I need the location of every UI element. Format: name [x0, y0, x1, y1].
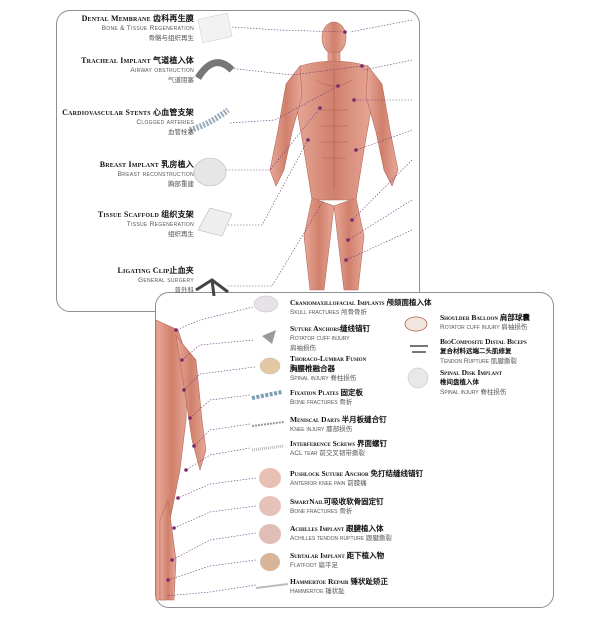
pushlock-thumb	[259, 468, 281, 488]
stent-thumb	[189, 107, 230, 133]
bottom-muscle-figure	[155, 319, 207, 601]
tissue-scaffold-thumb	[197, 207, 233, 237]
shoulder-balloon-thumb	[404, 316, 428, 332]
skull-implant-thumb	[253, 295, 279, 313]
suture-anchor-thumb	[262, 330, 276, 344]
label-meniscal-darts: Meniscal Darts 半月板缝合钉 Knee injury 膝部损伤	[290, 415, 387, 433]
label-tissue-scaffold: Tissue Scaffold 组织支架 Tissue Regeneration…	[97, 210, 194, 238]
interference-screw-thumb	[251, 444, 285, 452]
label-dental-membrane: Dental Membrane 齿科再生膜 Bone & Tissue Rege…	[81, 14, 194, 42]
label-smartnail: SmartNail可吸收软骨固定钉 Bone fractures 骨折	[290, 497, 384, 515]
label-craniomaxillofacial: Craniomaxillofacial Implants 颅颌面植入体 Skul…	[290, 298, 432, 316]
label-cardiovascular-stents: Cardiovascular Stents 心血管支架 Clogged arte…	[62, 108, 194, 136]
bottom-diagram-card	[155, 292, 554, 608]
label-breast-implant: Breast Implant 乳房植入 Breast reconstructio…	[99, 160, 194, 188]
dental-membrane-thumb	[197, 12, 233, 44]
label-shoulder-balloon: Shoulder Balloon 肩部球囊 Rotator cuff injur…	[440, 313, 530, 331]
label-subtalar-implant: Subtalar Implant 距下植入物 Flatfoot 扁平足	[290, 551, 385, 569]
distal-biceps-thumb	[410, 345, 428, 353]
achilles-implant-thumb	[259, 524, 281, 544]
label-interference-screws: Interference Screws 界面螺钉 ACL tear 前交叉韧带撕…	[290, 439, 387, 457]
hammertoe-thumb	[255, 583, 289, 589]
label-hammertoe-repair: Hammertoe Repair 锤状趾矫正 Hammertoe 锤状趾	[290, 577, 388, 595]
tracheal-implant-thumb	[195, 59, 235, 80]
fixation-plate-thumb	[251, 390, 283, 400]
spinal-disk-thumb	[407, 367, 429, 389]
fusion-cage-thumb	[259, 357, 281, 375]
label-achilles-implant: Achilles Implant 跟腱植入体 Achilles tendon r…	[290, 524, 392, 542]
label-spinal-disk: Spinal Disk Implant 椎间盘植入体 Spinal injury…	[440, 368, 507, 396]
meniscal-dart-thumb	[251, 421, 285, 427]
label-tracheal-implant: Tracheal Implant 气道植入体 Airway obstructio…	[81, 56, 194, 84]
label-pushlock: Pushlock Suture Anchor 免打结缝线锚钉 Anterior …	[290, 469, 423, 487]
label-thoraco-lumbar: Thoraco-Lumbar Fusion 胸腰椎融合器 Spinal inju…	[290, 354, 367, 382]
subtalar-implant-thumb	[260, 553, 280, 571]
ligating-clip-thumb	[195, 278, 229, 297]
label-ligating-clip: Ligating Clip止血夹 General surgery 普外科	[117, 266, 194, 294]
smartnail-thumb	[259, 496, 281, 516]
breast-implant-thumb	[193, 157, 227, 187]
label-distal-biceps: BioComposite Distal Biceps 复合材料远端二头肌修复 T…	[440, 337, 527, 365]
label-fixation-plates: Fixation Plates 固定板 Bone fractures 骨折	[290, 388, 364, 406]
label-suture-anchors: Suture Anchors缝线锚钉 Rotator cuff injury 肩…	[290, 324, 370, 352]
